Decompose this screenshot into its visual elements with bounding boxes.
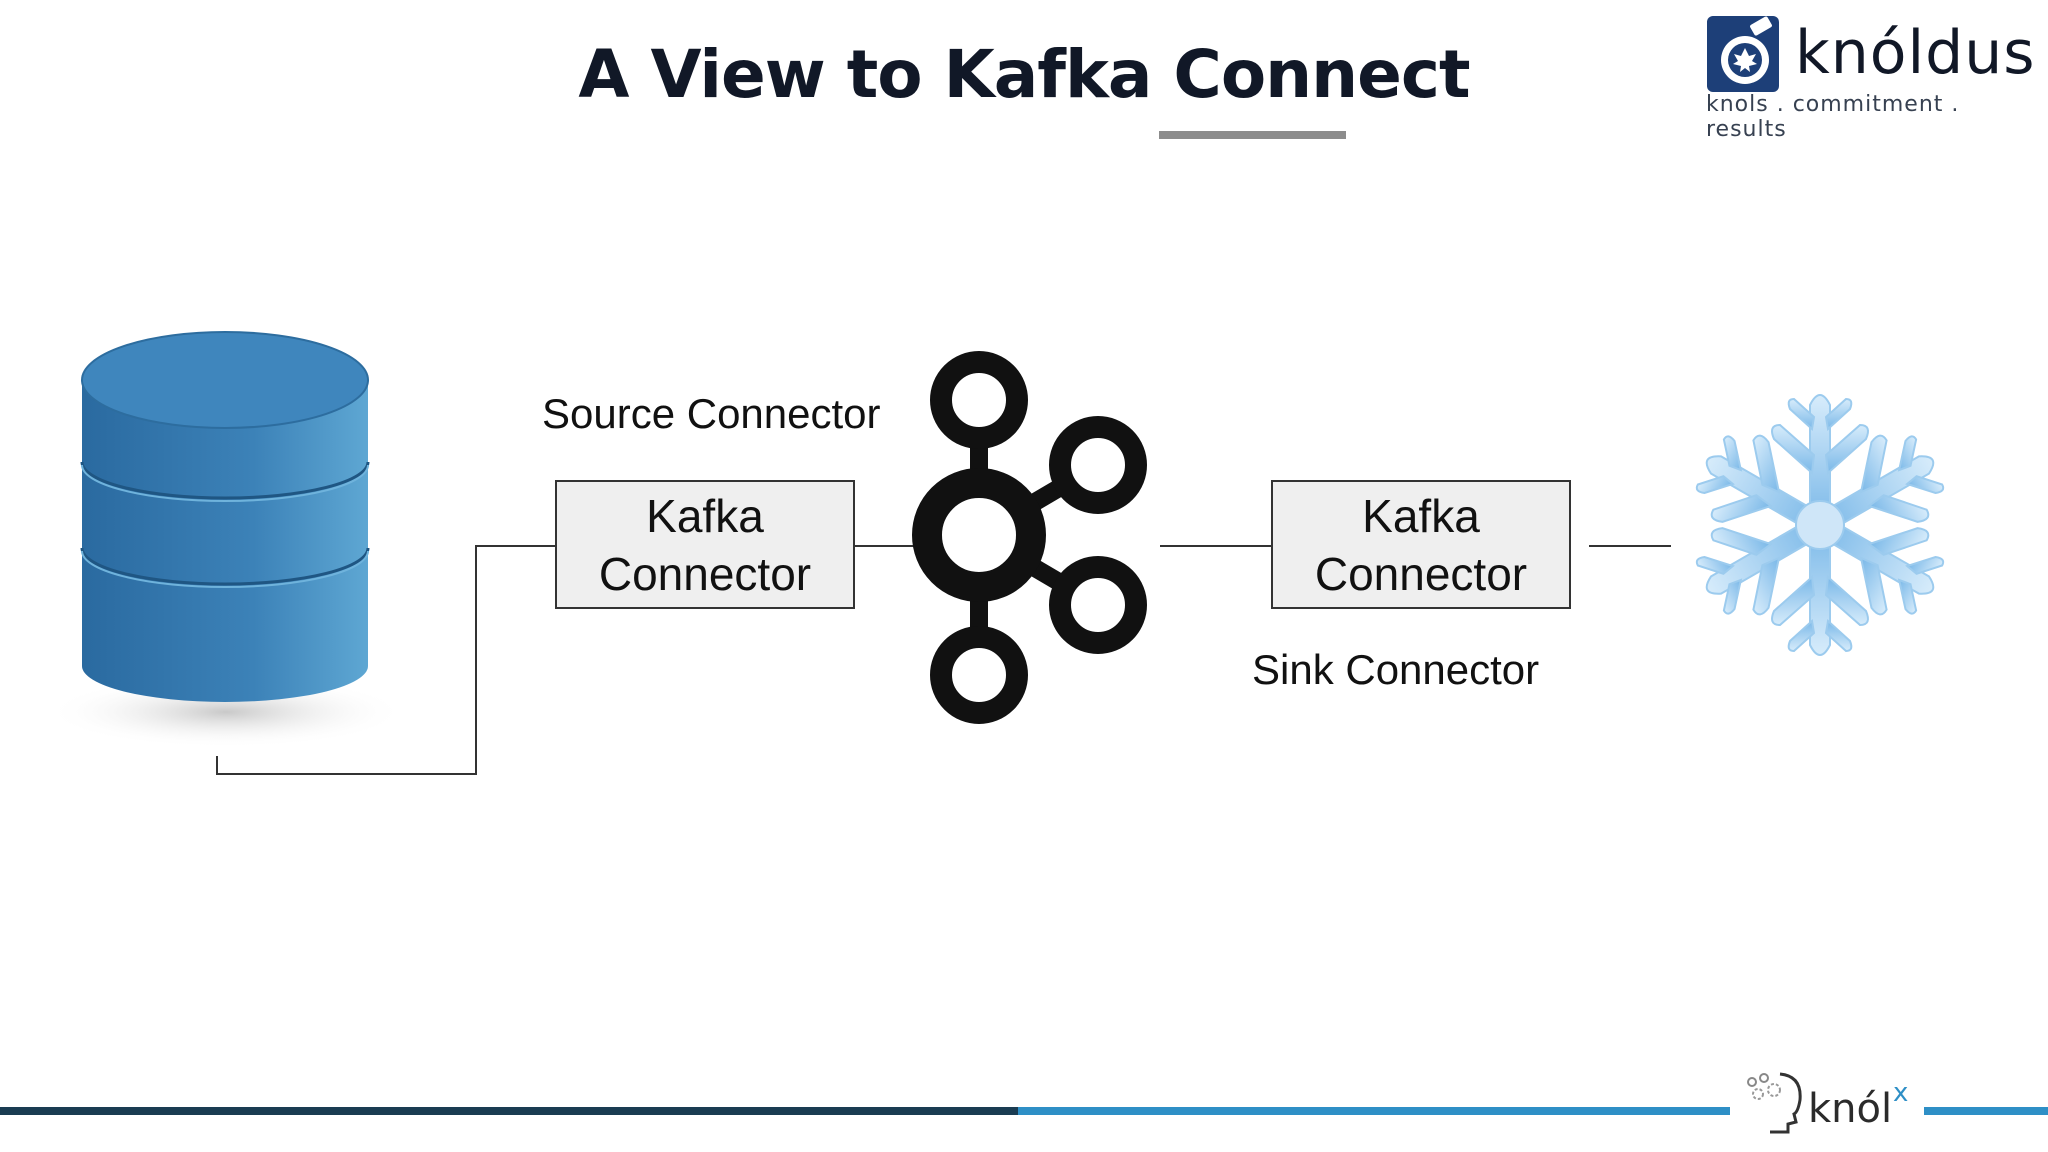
knolx-logo-superscript: x: [1893, 1078, 1909, 1108]
connector-line-1: Kafka: [646, 489, 764, 542]
footer-bar-dark: [0, 1107, 1018, 1115]
brand-tagline: knols . commitment . results: [1706, 92, 1960, 142]
knolx-logo-text: knól: [1808, 1086, 1893, 1132]
knolx-head-icon: [1747, 1072, 1802, 1134]
brand-name: knóldus: [1795, 18, 2036, 88]
snowflake-icon: [1690, 394, 1950, 656]
connector-line-1: Kafka: [1362, 489, 1480, 542]
sink-kafka-connector-box: Kafka Connector: [1271, 480, 1571, 609]
footer-bar-light: [1018, 1107, 1730, 1115]
footer-bar-light-end: [1924, 1107, 2048, 1115]
kafka-logo-icon: [912, 351, 1147, 724]
connector-line-2: Connector: [598, 547, 812, 600]
connector-line-2: Connector: [1314, 547, 1528, 600]
knoldus-logo-icon: [1707, 16, 1779, 92]
db-to-source-line: [216, 545, 555, 775]
title-underline: [1159, 131, 1346, 139]
source-kafka-connector-box: Kafka Connector: [555, 480, 855, 609]
slide-title: A View to Kafka Connect: [578, 36, 1470, 113]
database-icon: [46, 331, 406, 748]
sink-connector-label: Sink Connector: [1252, 646, 1540, 693]
source-connector-label: Source Connector: [542, 390, 881, 437]
